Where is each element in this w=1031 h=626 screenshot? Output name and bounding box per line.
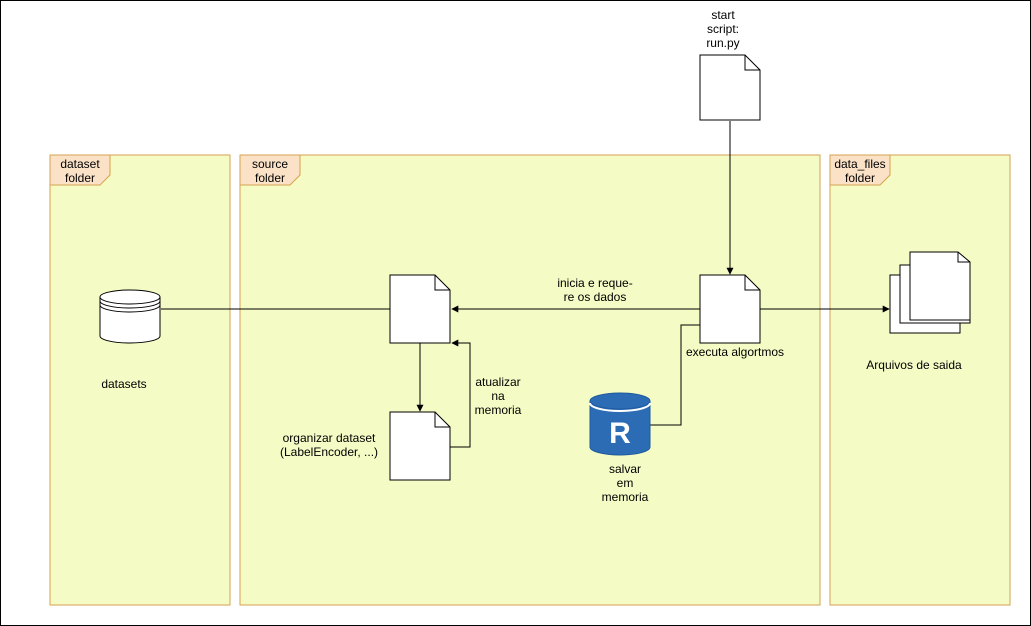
atualizar-label-line3: memoria (475, 403, 522, 417)
r-icon-glyph: R (609, 417, 631, 450)
start-script-document: start script: run.py (699, 8, 761, 121)
edge-organizar-to-doc (450, 339, 471, 448)
arquivos-multi-document-icon: Arquivos de saida (866, 251, 971, 372)
edge-salvar-to-executa (650, 324, 700, 426)
datasets-label: datasets (101, 377, 146, 391)
frame-dataset-title-line1: dataset (60, 157, 100, 171)
inicia-label-line2: re os dados (564, 290, 627, 304)
executa-label: executa algortmos (686, 345, 784, 359)
salvar-label-line3: memoria (602, 490, 649, 504)
datasets-database-icon: datasets (99, 289, 161, 391)
frame-source-folder: source folder (239, 154, 821, 606)
atualizar-label-line2: na (491, 389, 505, 403)
frame-data-files-folder: data_files folder (829, 154, 1011, 606)
r-database-icon: R salvar em memoria (589, 392, 651, 504)
frame-data-files-title-line1: data_files (834, 157, 885, 171)
edges (161, 121, 890, 448)
frame-dataset-title-line2: folder (65, 171, 95, 185)
salvar-label-line2: em (617, 476, 634, 490)
frame-source-title-line2: folder (255, 171, 285, 185)
organizar-label-line1: organizar dataset (283, 431, 376, 445)
start-script-label-line3: run.py (706, 36, 739, 50)
organizar-label-line2: (LabelEncoder, ...) (280, 445, 378, 459)
organizar-dataset-document: organizar dataset (LabelEncoder, ...) (280, 411, 451, 481)
frame-data-files-title-line2: folder (845, 171, 875, 185)
edge-label-atualizar: atualizar na memoria (475, 375, 522, 417)
executa-algortmos-document: executa algortmos (686, 274, 784, 359)
edge-label-inicia: inicia e reque- re os dados (557, 276, 632, 304)
inicia-label-line1: inicia e reque- (557, 276, 632, 290)
frame-dataset-folder: dataset folder (49, 154, 231, 606)
frame-source-title-line1: source (252, 157, 288, 171)
start-script-label-line1: start (711, 8, 735, 22)
atualizar-label-line1: atualizar (475, 375, 520, 389)
intermediate-document (389, 274, 451, 344)
arquivos-label: Arquivos de saida (866, 358, 962, 372)
start-script-label-line2: script: (707, 22, 739, 36)
salvar-label-line1: salvar (609, 462, 641, 476)
